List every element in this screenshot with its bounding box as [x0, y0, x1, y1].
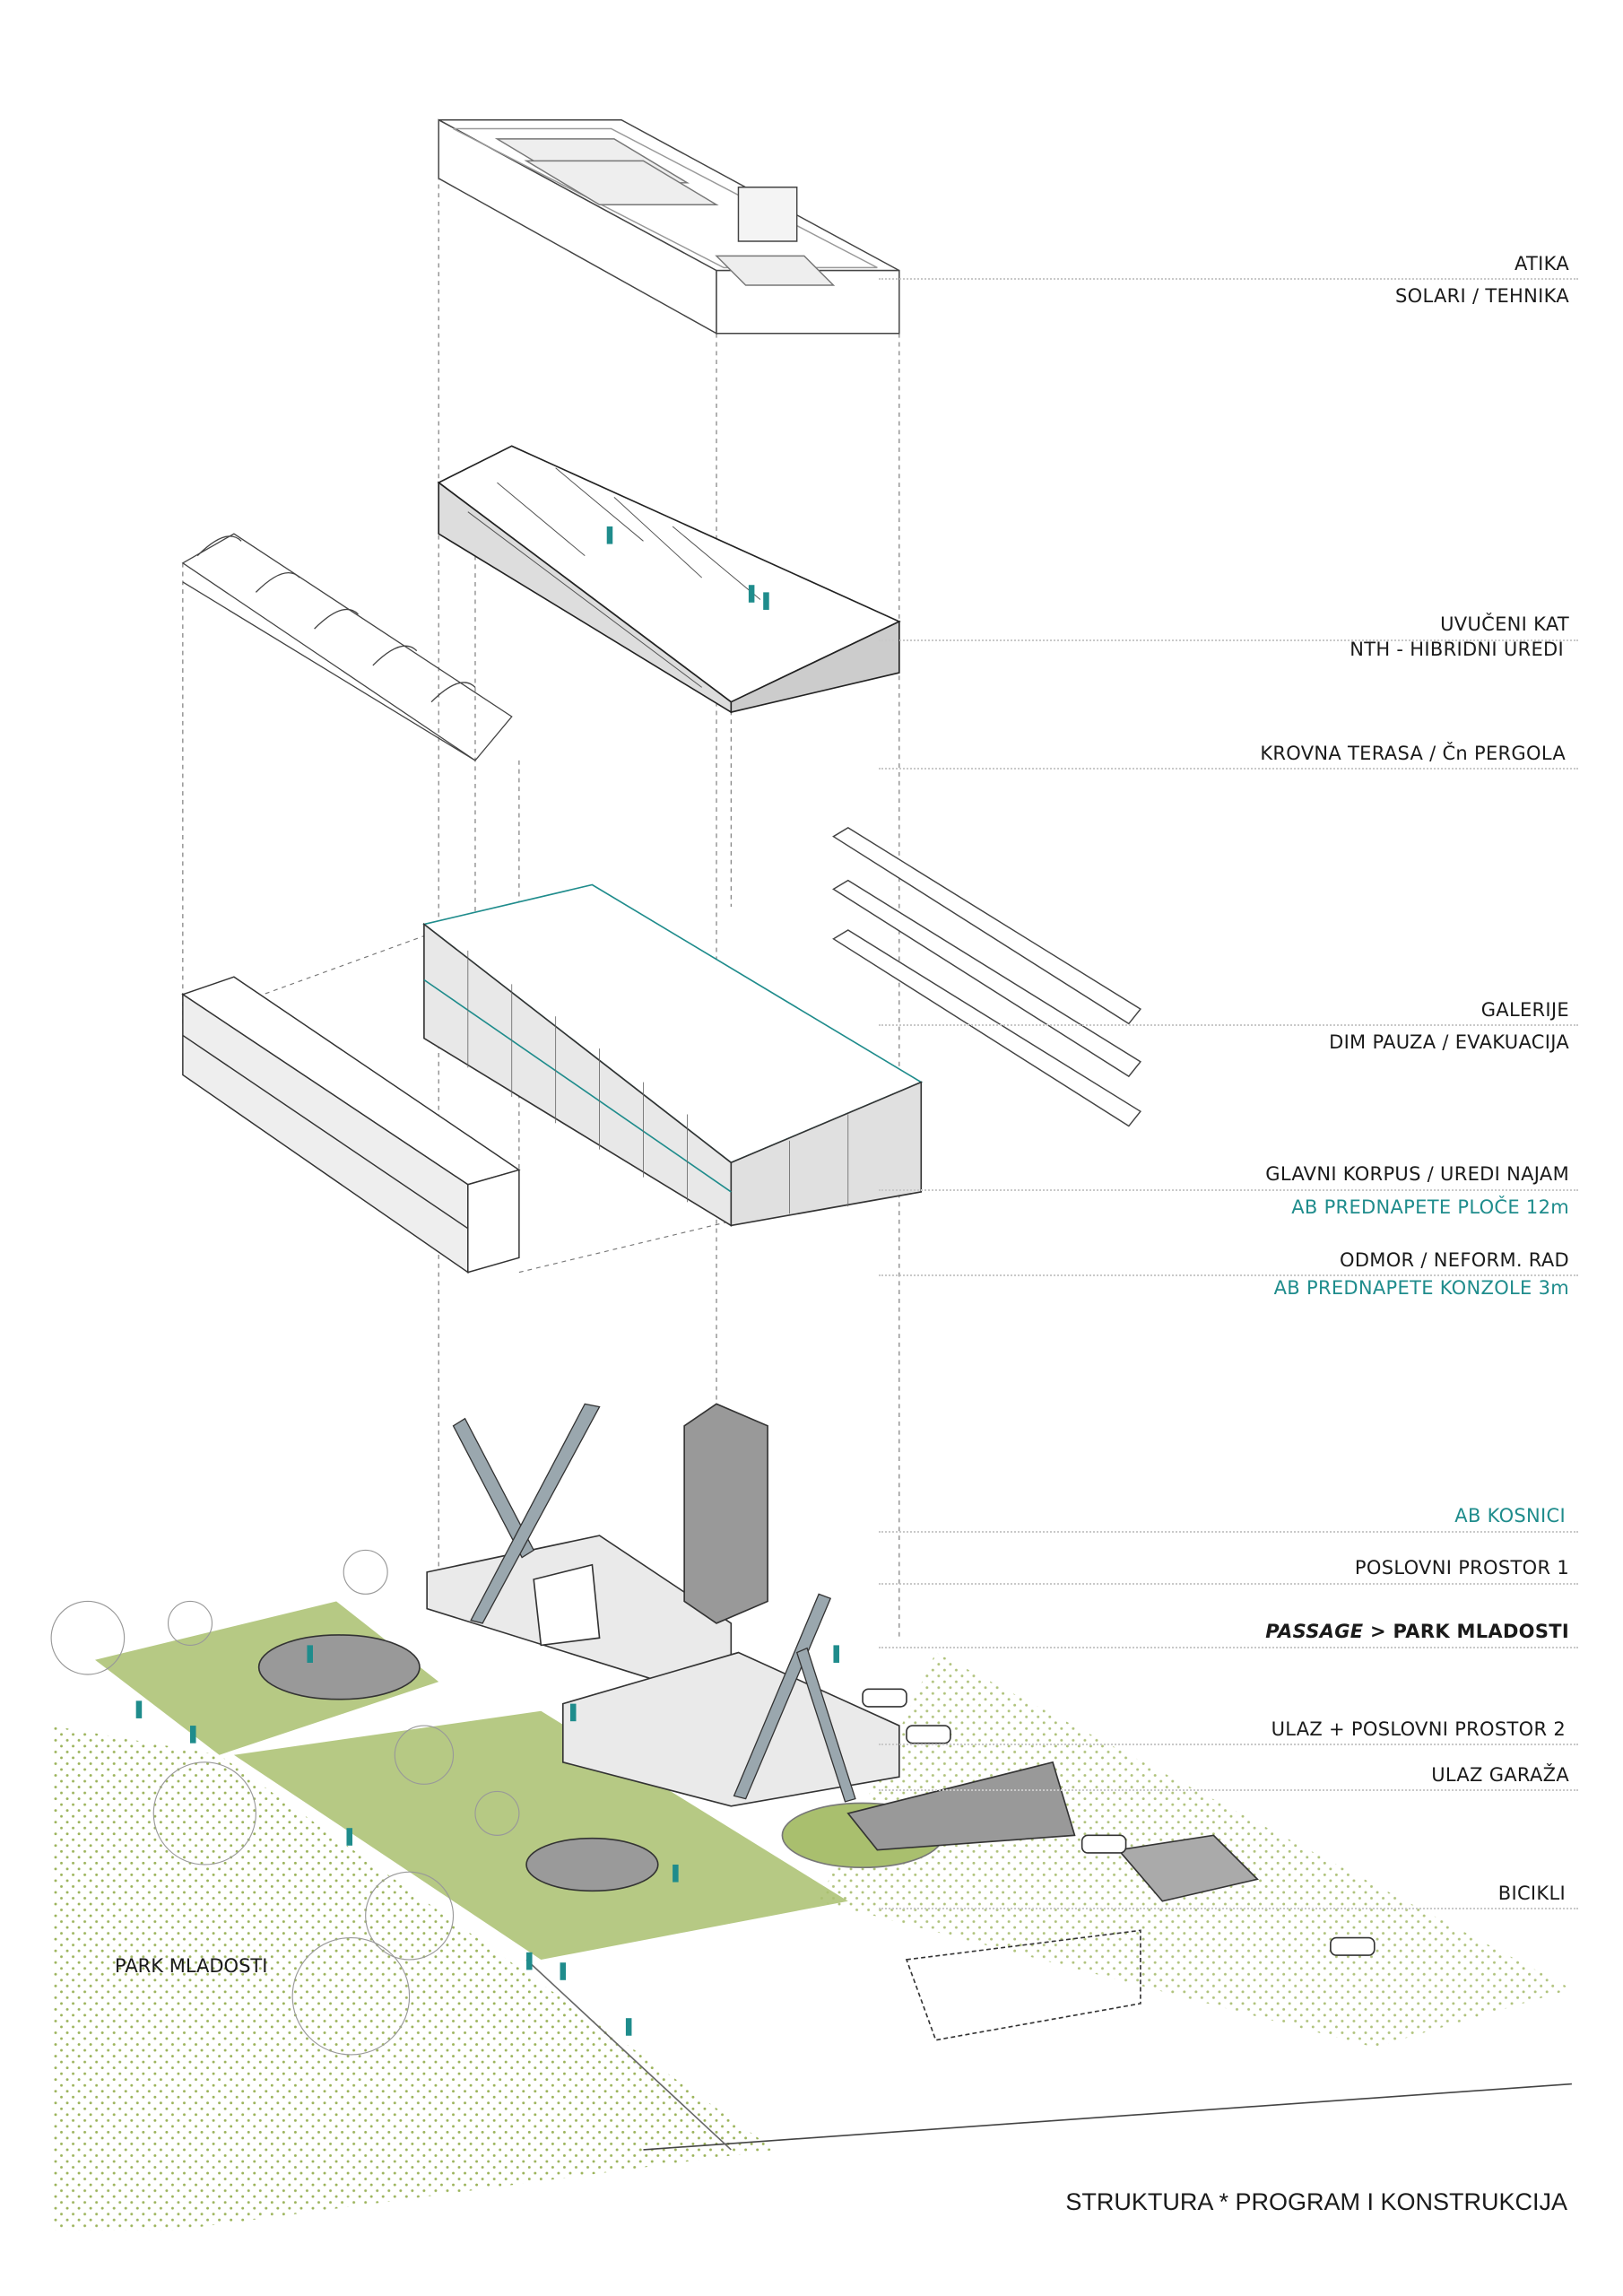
stair-tower: [683, 1403, 768, 1624]
label-krovna-terasa: KROVNA TERASA / Čn PERGOLA: [1260, 743, 1566, 764]
label-passage: PASSAGE > PARK MLADOSTI: [1265, 1621, 1569, 1642]
label-park-mladosti: PARK MLADOSTI: [115, 1955, 268, 1977]
roof-terrace-pergola: [181, 533, 513, 761]
people: [135, 1645, 839, 2036]
label-atika: ATIKA: [1514, 253, 1569, 274]
people-icons: [606, 526, 769, 610]
label-nth: NTH - HIBRIDNI UREDI: [1350, 639, 1564, 660]
leader-line: [879, 1274, 1578, 1276]
left-gallery-block: [181, 976, 521, 1274]
label-ulaz-poslovni-2: ULAZ + POSLOVNI PROSTOR 2: [1271, 1718, 1566, 1740]
label-ab-kosnici: AB KOSNICI: [1454, 1505, 1566, 1526]
cars: [862, 1688, 1376, 1956]
bike-shelter: [1116, 1834, 1259, 1902]
label-odmor: ODMOR / NEFORM. RAD: [1340, 1249, 1569, 1271]
label-solari: SOLARI / TEHNIKA: [1395, 285, 1569, 307]
leader-line: [879, 1189, 1578, 1191]
leader-line: [879, 1744, 1578, 1745]
passage-italic: PASSAGE: [1265, 1621, 1364, 1642]
ground-site: [51, 1601, 1572, 2231]
recessed-floor-block: [437, 445, 901, 714]
label-konzole: AB PREDNAPETE KONZOLE 3m: [1273, 1277, 1569, 1299]
leader-line: [879, 639, 1578, 641]
label-poslovni-prostor-1: POSLOVNI PROSTOR 1: [1354, 1557, 1569, 1578]
leader-line: [879, 1531, 1578, 1533]
label-galerije: GALERIJE: [1480, 999, 1569, 1021]
dotted-park-field: [51, 1726, 776, 2231]
ab-diagonal-braces: [452, 1403, 856, 1803]
leader-line: [879, 1789, 1578, 1791]
leader-line: [879, 1024, 1578, 1026]
label-bicikli: BICIKLI: [1497, 1883, 1566, 1904]
solar-panels: [494, 138, 836, 286]
gallery-strips: [832, 827, 1141, 1127]
garage-ramp: [846, 1761, 1076, 1851]
diagram-title: STRUKTURA * PROGRAM I KONSTRUKCIJA: [1065, 2188, 1567, 2215]
main-body-block: [422, 883, 924, 1227]
leader-line: [879, 278, 1578, 280]
label-glavni-korpus: GLAVNI KORPUS / UREDI NAJAM: [1265, 1163, 1569, 1185]
leader-line: [879, 1647, 1578, 1648]
leader-line: [879, 1908, 1578, 1909]
leader-line: [879, 1583, 1578, 1585]
trees: [50, 1549, 520, 2056]
atika-roof-block: [438, 118, 900, 335]
label-ulaz-garaza: ULAZ GARAŽA: [1431, 1764, 1569, 1786]
label-uvuceni-kat: UVUČENI KAT: [1440, 613, 1569, 635]
leader-line: [879, 768, 1578, 770]
label-ploce: AB PREDNAPETE PLOČE 12m: [1291, 1196, 1569, 1218]
passage-rest: > PARK MLADOSTI: [1363, 1621, 1569, 1642]
label-dim-pauza: DIM PAUZA / EVAKUACIJA: [1329, 1031, 1569, 1053]
